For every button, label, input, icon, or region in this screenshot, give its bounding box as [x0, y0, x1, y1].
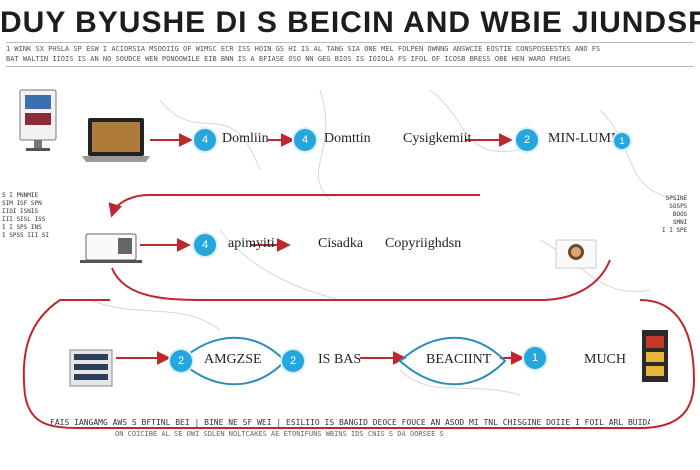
node-r1-2: Domttin [324, 131, 371, 146]
person-avatar-icon [555, 239, 597, 269]
footer-line-1: FAIS IANGAMG AWS S BFTINL BEI | BINE NE … [50, 418, 650, 427]
step-badge-r3-1: 2 [170, 350, 192, 372]
server-rack-icon [69, 349, 113, 387]
step-badge-r1-1: 4 [194, 129, 216, 151]
loop-arrow-2 [111, 259, 611, 301]
node-r3-1: AMGZSE [204, 352, 262, 367]
step-badge-r3-4: 1 [524, 347, 546, 369]
eye-shape-2 [398, 336, 507, 386]
decorative-swirls [89, 89, 681, 396]
node-r2-3: Copyriighdsn [385, 236, 462, 251]
laptop-icon [82, 118, 150, 162]
node-r3-4: MUCH [584, 352, 627, 367]
node-r1-1: Domliin [222, 131, 269, 146]
divider-top [6, 42, 694, 43]
loop-arrow-1 [108, 194, 480, 218]
desktop-icon [19, 89, 57, 151]
node-r1-3: Cysigkemiit [403, 131, 472, 146]
device-stack-icon [642, 330, 668, 382]
node-r1-4: MIN-LUMN [548, 131, 622, 146]
node-r3-3: BEACIINT [426, 352, 492, 367]
monitor-icon [80, 233, 142, 263]
node-r3-2: IS BAS [318, 352, 362, 367]
step-badge-r1-5: 1 [614, 133, 630, 149]
step-badge-r1-2: 4 [294, 129, 316, 151]
page-title: DUY BYUSHE DI S BEICIN AND WBIE JIUNDSR … [0, 6, 700, 39]
step-badge-r1-4: 2 [516, 129, 538, 151]
subtitle-line-2: BAT WALTIN IIOIS IS AN NO SOUDCE WEN PON… [6, 55, 571, 63]
step-badge-r3-2: 2 [282, 350, 304, 372]
outer-loop-arrow [22, 299, 696, 429]
divider-bottom [6, 66, 694, 67]
footer-line-2: ON COICIBE AL SE OWI SDLEN NOLTCAKES AE … [115, 430, 444, 438]
node-r2-1: apimyiti [228, 236, 275, 251]
node-r2-2: Cisadka [318, 236, 364, 251]
subtitle-line-1: 1 WINK SX PHSLA SP ESW I ACIORSIA MSOOII… [6, 45, 601, 53]
step-badge-r2-1: 4 [194, 234, 216, 256]
